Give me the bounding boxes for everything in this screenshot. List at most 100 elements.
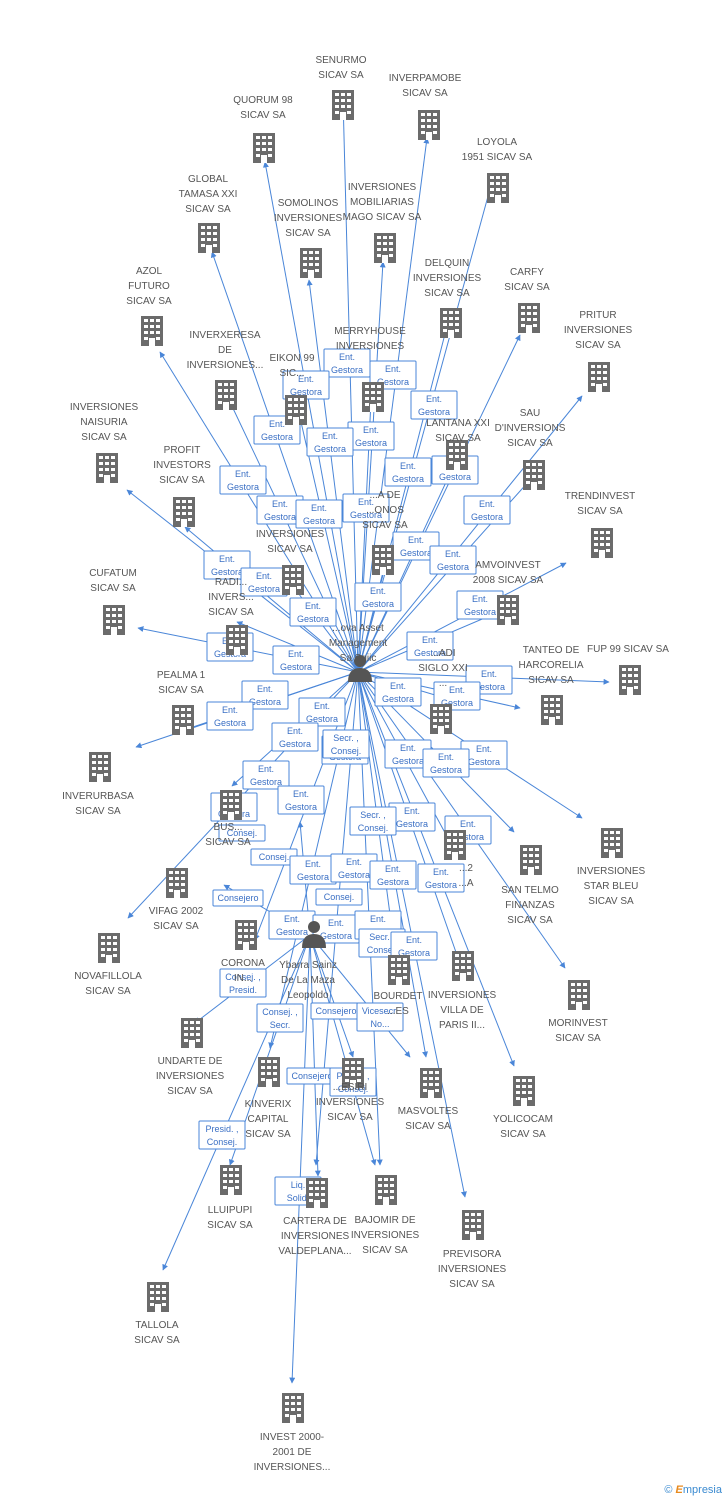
edge-role-label[interactable]: Ent.Gestora xyxy=(242,760,290,790)
edge-role-label[interactable]: Ent.Gestora xyxy=(410,390,458,420)
node-label-line: INVERSIONES xyxy=(428,990,497,1001)
edge-role-label[interactable]: Ent.Gestora xyxy=(354,582,402,612)
edge-role-label[interactable]: Ent.Gestora xyxy=(203,550,251,580)
edge-role-label[interactable]: Consejero xyxy=(212,889,264,907)
edge-role-label[interactable]: Ent.Gestora xyxy=(295,499,343,529)
edge-role-label[interactable]: Secr. ,Consej. xyxy=(322,729,370,759)
edge-role-label[interactable]: Ent.Gestora xyxy=(219,465,267,495)
edge-role-label[interactable]: Consejero xyxy=(310,1002,362,1020)
edge-role-label[interactable]: Secr. ,Consej. xyxy=(349,806,397,836)
empresia-brand[interactable]: © Empresia xyxy=(664,1484,722,1496)
edge-role-label[interactable]: Ent.Gestora xyxy=(342,493,390,523)
edge-role-label[interactable]: Ent.Gestora xyxy=(422,748,470,778)
edge-role-label[interactable]: Presid. ,Consej. xyxy=(198,1120,246,1150)
edge-role-label[interactable]: Ent.Gestora xyxy=(306,427,354,457)
edge-role-label[interactable]: Ent.Gestora xyxy=(289,597,337,627)
edge-role-label[interactable]: Ent.Gestora xyxy=(289,855,337,885)
edge-role-label[interactable]: Ent.Gestora xyxy=(417,863,465,893)
edge-role-label[interactable]: Ent.Gestora xyxy=(374,677,422,707)
relationship-edge xyxy=(289,934,311,1384)
edge-role-label[interactable]: Ent.Gestora xyxy=(463,495,511,525)
edge-role-label[interactable]: Vicesecr.No... xyxy=(356,1002,404,1032)
edge-role-label[interactable]: Ent.Gestora xyxy=(406,631,454,661)
node-label-line: UNDARTE DE xyxy=(158,1056,223,1067)
company-node-busi[interactable]: BUS...SICAV SA xyxy=(205,790,251,848)
edge-role-label[interactable]: Ent.Gestora xyxy=(384,739,432,769)
company-node-eikon[interactable]: EIKON 99SIC... xyxy=(269,353,315,425)
company-node-corona[interactable]: CORONAIN... xyxy=(221,920,265,984)
company-node-cartera[interactable]: CARTERA DEINVERSIONESVALDEPLANA... xyxy=(278,1178,352,1257)
edge-label-text: Consej. xyxy=(324,892,355,902)
company-node-fup[interactable]: FUP 99 SICAV SA xyxy=(587,644,669,695)
edge-role-label[interactable]: Ent.Gestora xyxy=(206,701,254,731)
edge-role-label[interactable]: Ent.Gestora xyxy=(272,645,320,675)
company-node-inverxeresa[interactable]: INVERXERESADEINVERSIONES... xyxy=(187,330,264,410)
edge-role-label[interactable]: Ent.Gestora xyxy=(384,457,432,487)
company-node-bourdet[interactable]: BOURDET...ES xyxy=(374,955,423,1017)
edge-role-label[interactable]: Ent.Gestora xyxy=(323,348,371,378)
edge-role-label[interactable]: Ent.Gestora xyxy=(271,722,319,752)
edge-role-label[interactable]: Ent.Gestora xyxy=(390,931,438,961)
edge-role-label[interactable]: Ent.Gestora xyxy=(347,421,395,451)
edge-role-label[interactable]: Ent.Gestora xyxy=(369,860,417,890)
edge-role-label[interactable]: Consej. xyxy=(218,824,266,842)
edge-role-label[interactable]: Ent.Gestora xyxy=(277,785,325,815)
company-node-s2[interactable]: ...2...A xyxy=(444,830,474,889)
edge-role-label[interactable]: Ent.Gestora xyxy=(241,680,289,710)
edge-role-label[interactable]: Ent.Gestora xyxy=(429,545,477,575)
edge-role-label[interactable]: Ent.Gestora xyxy=(298,697,346,727)
edge-role-label[interactable]: Consej. xyxy=(315,888,363,906)
edge-role-label[interactable]: Consej. ,Presid. xyxy=(219,968,267,998)
company-node-radi_left[interactable]: RADI...INVERS...SICAV SA xyxy=(208,577,254,655)
edge-role-label[interactable]: Ent.Gestora xyxy=(268,910,316,940)
edge-label-text: Ent. xyxy=(222,705,238,715)
company-node-invest2000[interactable]: INVEST 2000-2001 DEINVERSIONES... xyxy=(254,1393,331,1473)
edge-role-label[interactable]: Ent.Gestora xyxy=(433,681,481,711)
edge-role-label[interactable]: Ent.Gestora xyxy=(456,590,504,620)
edge-role-label[interactable]: Consej. ,Secr. xyxy=(256,1003,304,1033)
node-label-line: INVERPAMOBE xyxy=(389,73,462,84)
